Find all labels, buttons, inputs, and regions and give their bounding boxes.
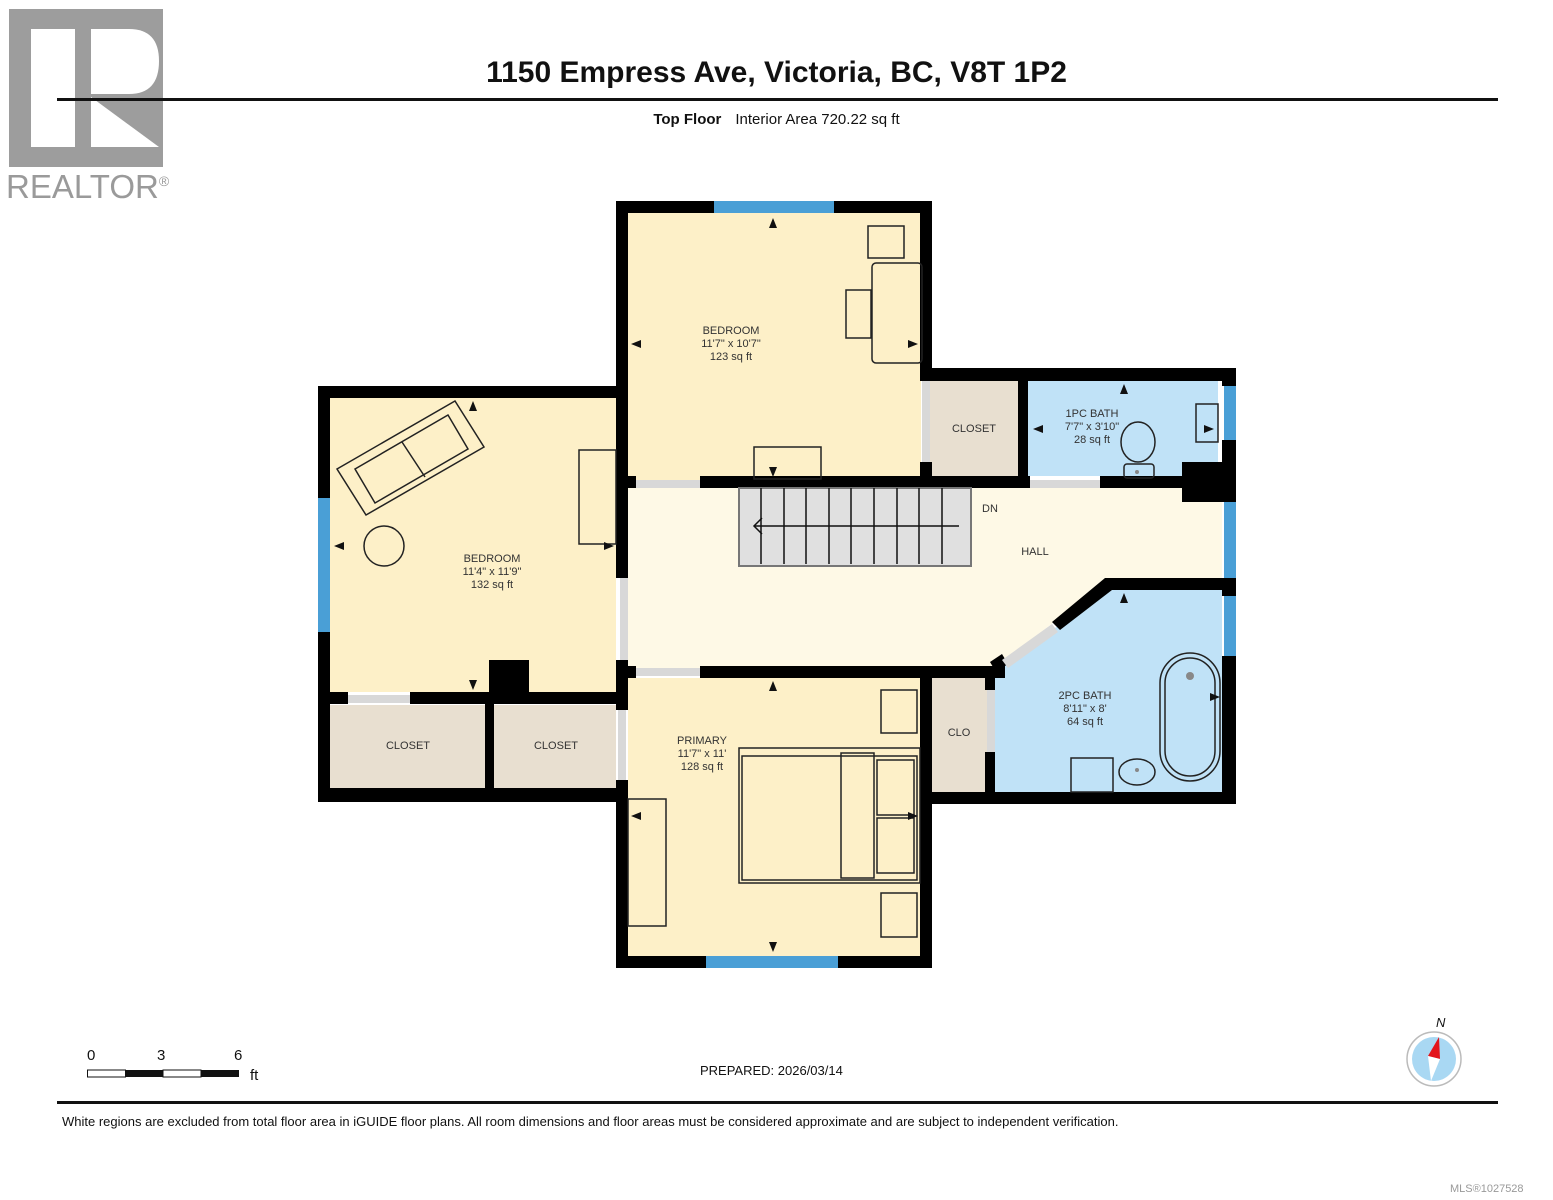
realtor-wordmark: REALTOR®	[6, 168, 170, 205]
header-divider	[57, 98, 1498, 101]
room-label-closet-middle: CLOSET	[533, 740, 579, 752]
room-label-bedroom-top: BEDROOM 11'7" x 10'7" 123 sq ft	[701, 325, 761, 363]
room-label-clo: CLO	[947, 727, 971, 739]
clo-area	[931, 677, 987, 792]
closet-1-area	[930, 381, 1018, 476]
stairs-down-label: DN	[982, 503, 998, 515]
room-label-closet-left: CLOSET	[385, 740, 431, 752]
walls	[318, 201, 1236, 968]
closet-3-area	[494, 705, 616, 788]
camera-arrows	[334, 218, 1220, 952]
room-label-bedroom-left: BEDROOM 11'4" x 11'9" 132 sq ft	[462, 553, 522, 591]
bedroom-2-area	[330, 398, 616, 692]
floor-subtitle: Top Floor Interior Area 720.22 sq ft	[0, 111, 1553, 128]
compass-icon	[1406, 1031, 1462, 1087]
interior-area: Interior Area 720.22 sq ft	[735, 111, 900, 128]
windows	[318, 201, 1236, 968]
closet-2-area	[330, 705, 485, 788]
bedroom-1-area	[627, 212, 921, 480]
room-label-closet-top: CLOSET	[951, 423, 997, 435]
door-openings	[348, 381, 1100, 780]
primary-area	[628, 678, 920, 956]
realtor-r-icon	[31, 29, 159, 147]
property-address: 1150 Empress Ave, Victoria, BC, V8T 1P2	[486, 56, 1067, 89]
1pc-bath-area	[1028, 381, 1218, 476]
disclaimer: White regions are excluded from total fl…	[62, 1114, 1119, 1129]
room-label-2pc-bath: 2PC BATH 8'11" x 8' 64 sq ft	[1058, 690, 1112, 728]
room-label-hall: HALL	[1021, 546, 1049, 558]
room-label-1pc-bath: 1PC BATH 7'7" x 3'10" 28 sq ft	[1064, 408, 1120, 446]
furniture	[335, 225, 1221, 938]
scale-bar-graphic	[87, 1069, 239, 1078]
realtor-logo	[9, 9, 163, 167]
prepared-date: PREPARED: 2026/03/14	[700, 1063, 843, 1078]
staircase	[738, 487, 972, 567]
room-label-primary: PRIMARY 11'7" x 11' 128 sq ft	[677, 735, 727, 773]
footer-divider	[57, 1101, 1498, 1104]
fixtures	[1135, 470, 1194, 772]
floor-name: Top Floor	[653, 111, 722, 128]
mls-number: MLS®1027528	[1450, 1183, 1524, 1195]
